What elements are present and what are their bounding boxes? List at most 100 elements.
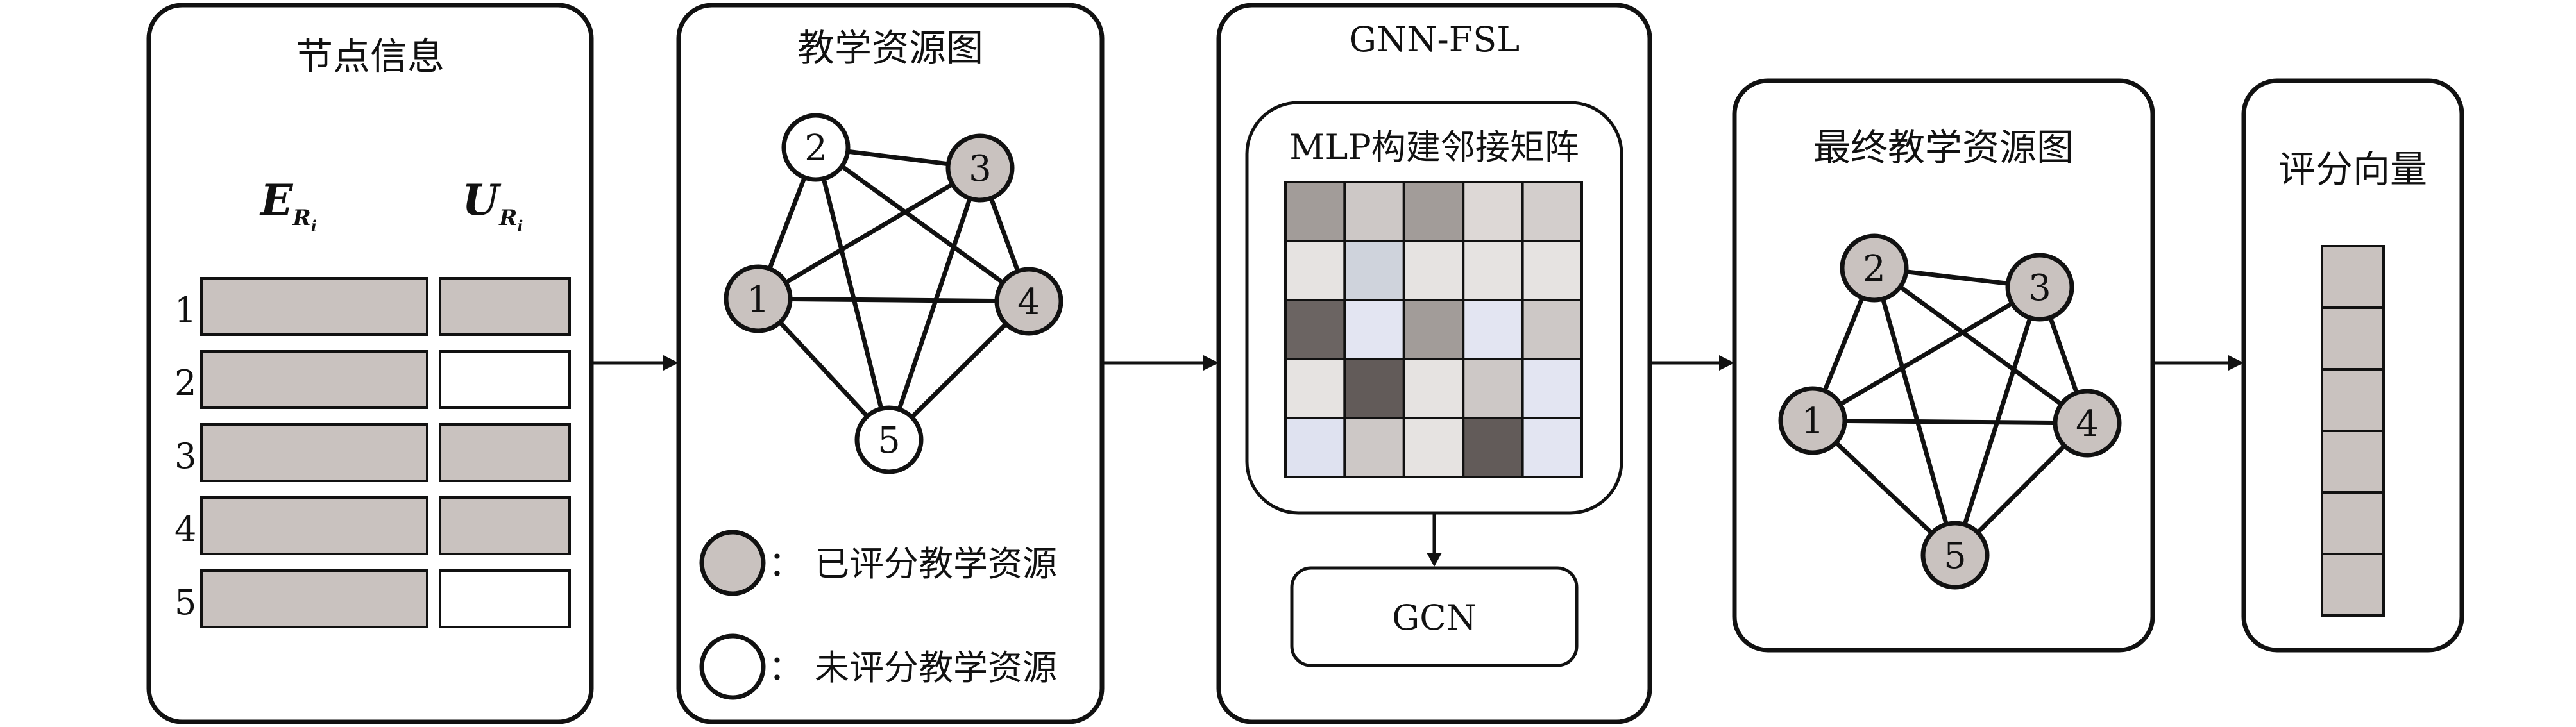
legend-unrated-colon: ： (768, 648, 803, 688)
node-info-row-label: 2 (174, 363, 196, 403)
legend-rated: ： 已评分教学资源 (699, 530, 1057, 596)
graph2-node-3 (2005, 253, 2074, 322)
node-info-e-bar (200, 423, 428, 482)
column-header-e-subsub: i (311, 217, 317, 235)
matrix-cell (1462, 417, 1524, 478)
node-info-u-bar (439, 350, 571, 409)
column-header-e-sub: R (292, 205, 310, 231)
legend-unrated-swatch (699, 633, 766, 700)
gcn-box (1290, 566, 1579, 667)
graph2-node-4 (2053, 389, 2122, 458)
graph2-node-label: 5 (1944, 535, 1967, 577)
matrix-cell (1284, 181, 1346, 242)
matrix-cell (1521, 299, 1584, 360)
arrow-mlp-to-gcn (1427, 513, 1442, 567)
graph1-edge (757, 165, 981, 301)
graph1-node-label: 1 (747, 279, 770, 321)
graph2-node-label: 1 (1801, 401, 1824, 442)
matrix-cell (1284, 358, 1346, 419)
graph2-node-label: 2 (1863, 248, 1886, 290)
matrix-cell (1343, 299, 1405, 360)
graph2-node-label: 3 (2028, 267, 2051, 309)
graph1-node-label: 2 (804, 128, 827, 169)
score-vector-cell (2321, 491, 2385, 555)
panel-score-vector: 评分向量 (2241, 78, 2464, 653)
column-header-e-main: E (259, 175, 294, 225)
score-vector-cells (2321, 245, 2385, 617)
arrow-graph-to-gnn (1102, 355, 1219, 371)
matrix-cell (1343, 417, 1405, 478)
panel-score-vector-title: 评分向量 (2278, 147, 2427, 191)
node-info-rows: 1 2 3 4 5 (174, 277, 571, 628)
graph1-node-label: 4 (1017, 281, 1040, 323)
matrix-cell (1402, 240, 1465, 301)
node-info-row-label: 3 (174, 436, 196, 476)
score-vector-cell (2321, 368, 2385, 432)
adjacency-matrix (1284, 181, 1584, 478)
graph1-node-5 (854, 405, 924, 474)
legend-rated-swatch (699, 530, 766, 596)
column-header-e: ERi (259, 175, 317, 235)
matrix-cell (1462, 181, 1524, 242)
panel-teaching-graph: 教学资源图 1 2 3 4 5 ： 已评分教学资源 ： 未评分教学资源 (676, 3, 1105, 724)
panel-gnn-fsl-title: GNN-FSL (1349, 19, 1520, 60)
matrix-cell (1521, 240, 1584, 301)
graph1-node-1 (724, 264, 793, 333)
graph2-node-5 (1920, 521, 1990, 590)
graph2-node-1 (1778, 386, 1847, 455)
matrix-cell (1284, 417, 1346, 478)
score-vector-cell (2321, 245, 2385, 309)
arrow-gnn-to-final (1650, 355, 1734, 371)
column-header-u-subsub: i (517, 217, 523, 235)
column-header-u: URi (462, 175, 523, 235)
node-info-u-bar (439, 423, 571, 482)
matrix-cell (1521, 358, 1584, 419)
arrow-node-info-to-graph (591, 355, 679, 371)
panel-final-graph-frame (1732, 78, 2155, 653)
node-info-e-bar (200, 569, 428, 628)
score-vector-cell (2321, 430, 2385, 494)
legend-unrated: ： 未评分教学资源 (699, 633, 1057, 700)
graph2-edge (1872, 267, 1958, 556)
gcn-label: GCN (1392, 597, 1477, 638)
legend-rated-label: 已评分教学资源 (815, 544, 1057, 584)
matrix-cell (1462, 299, 1524, 360)
graph1-node-label: 5 (877, 420, 901, 462)
node-info-row-label: 4 (174, 509, 196, 549)
matrix-cell (1521, 417, 1584, 478)
column-header-u-sub: R (498, 205, 517, 231)
panel-final-graph-title: 最终教学资源图 (1813, 126, 2074, 169)
matrix-cell (1343, 240, 1405, 301)
matrix-cell (1343, 358, 1405, 419)
node-info-e-bar (200, 496, 428, 555)
matrix-cell (1462, 358, 1524, 419)
matrix-cell (1521, 181, 1584, 242)
node-info-row-label: 1 (174, 290, 196, 330)
column-header-u-main: U (462, 175, 502, 225)
panel-node-info-title: 节点信息 (296, 35, 445, 78)
matrix-cell (1402, 358, 1465, 419)
node-info-e-bar (200, 277, 428, 336)
graph1-node-label: 3 (969, 148, 992, 190)
node-info-row-label: 5 (174, 582, 196, 623)
node-info-u-bar (439, 569, 571, 628)
legend-unrated-label: 未评分教学资源 (815, 648, 1057, 688)
graph1-edge (814, 146, 1031, 303)
panel-teaching-graph-frame (676, 3, 1105, 724)
graph2-edge (1872, 266, 2089, 425)
legend-rated-colon: ： (768, 544, 803, 584)
graph2-edge (1811, 285, 2041, 423)
arrow-final-to-score (2153, 355, 2244, 371)
mlp-box-title: MLP构建邻接矩阵 (1289, 127, 1579, 167)
graph1-node-4 (994, 267, 1063, 336)
score-vector-cell (2321, 306, 2385, 371)
graph2-edge (1812, 418, 2088, 426)
matrix-cell (1284, 240, 1346, 301)
panel-teaching-graph-title: 教学资源图 (797, 26, 983, 70)
matrix-cell (1402, 181, 1465, 242)
graph1-edge (758, 296, 1030, 304)
